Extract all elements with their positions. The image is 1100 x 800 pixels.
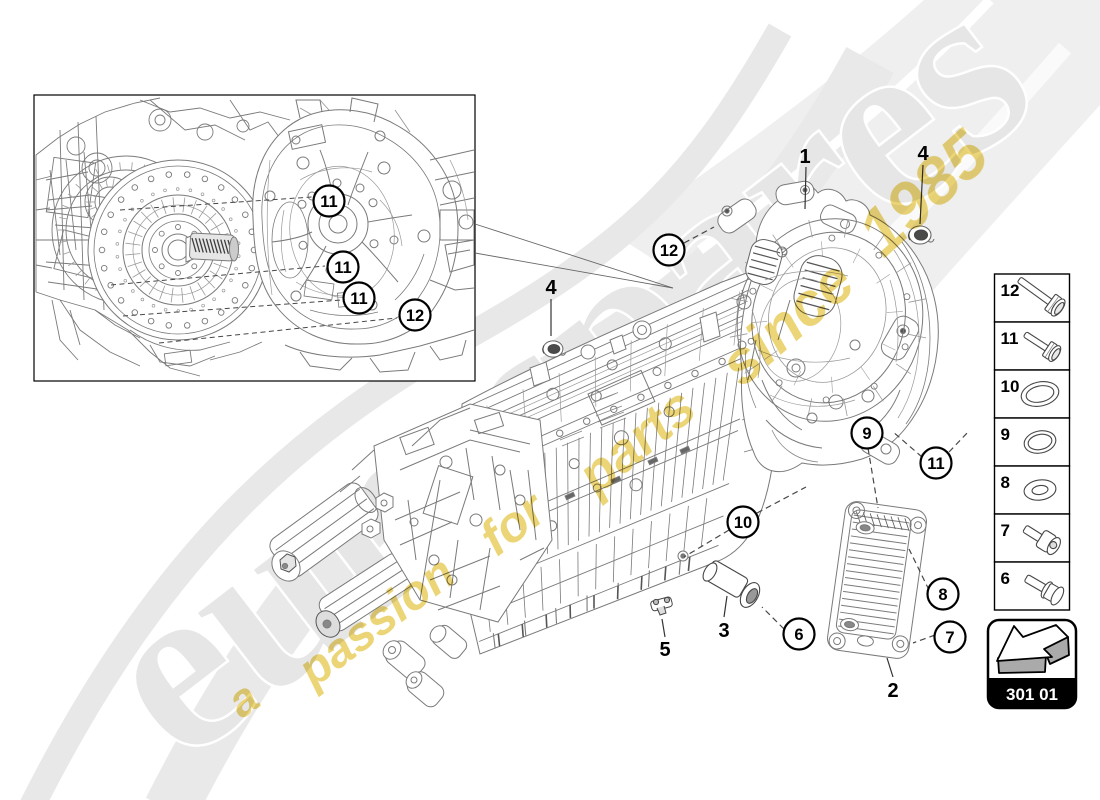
svg-text:1: 1 — [799, 146, 810, 168]
svg-text:301 01: 301 01 — [1006, 685, 1058, 704]
svg-text:11: 11 — [350, 290, 367, 308]
svg-text:6: 6 — [1001, 569, 1010, 588]
svg-text:3: 3 — [718, 620, 729, 642]
svg-text:12: 12 — [406, 307, 424, 325]
svg-text:8: 8 — [938, 586, 947, 604]
svg-text:6: 6 — [794, 626, 803, 644]
svg-text:12: 12 — [660, 242, 678, 260]
svg-text:9: 9 — [862, 425, 871, 443]
svg-text:7: 7 — [945, 629, 954, 647]
svg-text:12: 12 — [1001, 281, 1020, 300]
svg-text:2: 2 — [887, 680, 898, 702]
svg-text:4: 4 — [917, 143, 929, 165]
svg-text:4: 4 — [545, 277, 557, 299]
svg-text:11: 11 — [334, 259, 351, 277]
svg-text:9: 9 — [1001, 425, 1010, 444]
svg-text:7: 7 — [1001, 521, 1010, 540]
svg-text:5: 5 — [659, 639, 670, 661]
svg-text:11: 11 — [1001, 329, 1019, 348]
svg-text:11: 11 — [320, 193, 337, 211]
svg-text:11: 11 — [927, 455, 944, 473]
svg-text:10: 10 — [1001, 377, 1020, 396]
svg-text:10: 10 — [734, 514, 752, 532]
svg-text:8: 8 — [1001, 473, 1010, 492]
